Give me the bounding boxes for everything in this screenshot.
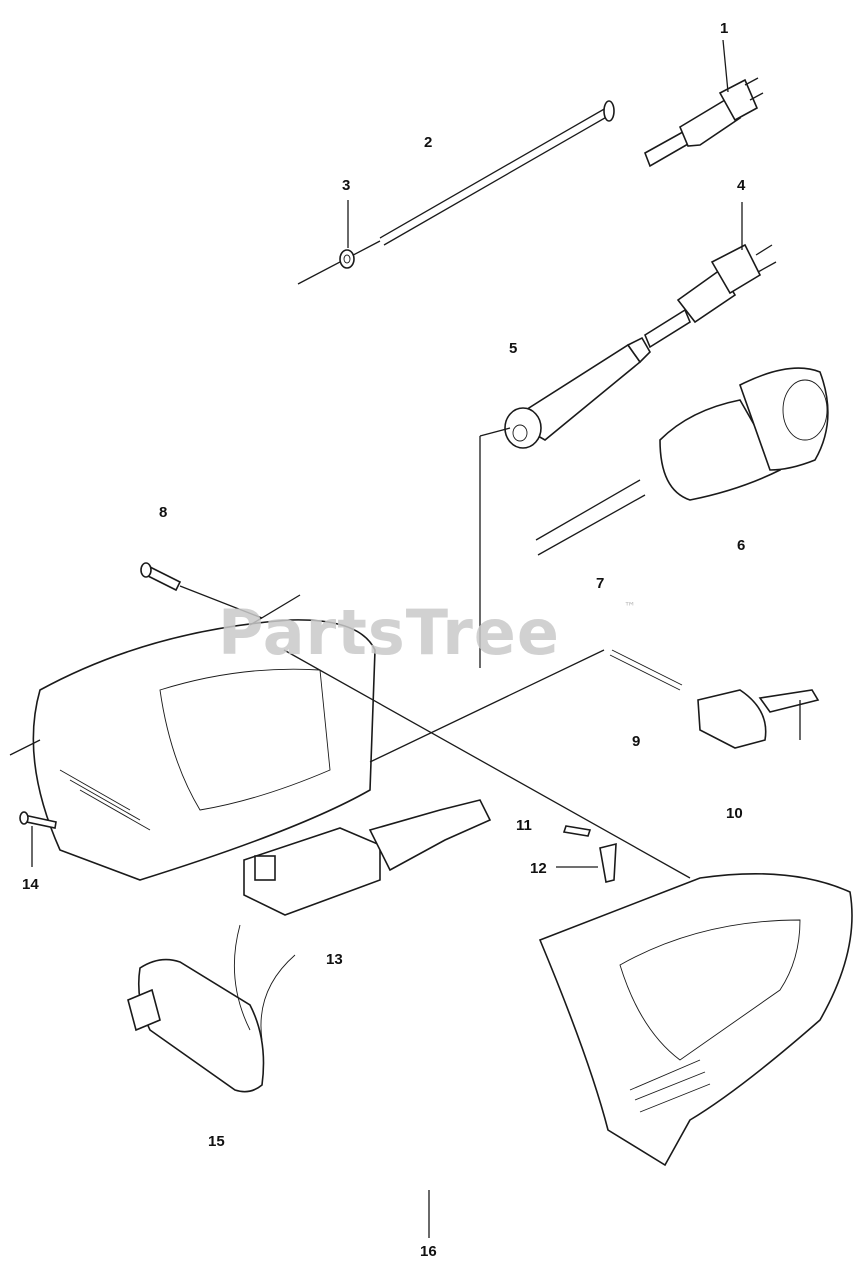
label-8: 8: [159, 504, 168, 521]
part-11-leader: [283, 649, 691, 879]
part-5-cord-sleeve[interactable]: [479, 336, 651, 668]
label-14: 14: [22, 876, 39, 893]
label-4: 4: [737, 177, 746, 194]
label-5: 5: [509, 340, 518, 357]
label-11: 11: [516, 817, 532, 834]
label-7: 7: [596, 575, 605, 592]
label-13: 13: [326, 951, 343, 968]
part-3-washer[interactable]: [339, 200, 355, 269]
part-9-spring[interactable]: [369, 649, 683, 763]
label-15: 15: [208, 1133, 225, 1150]
part-2-rod[interactable]: [297, 100, 615, 285]
part-13-switch[interactable]: [243, 799, 492, 916]
part-12-clip[interactable]: [556, 825, 617, 883]
label-16: 16: [420, 1243, 437, 1260]
part-16-handle[interactable]: [428, 872, 853, 1238]
label-3: 3: [342, 177, 351, 194]
watermark: PartsTree: [218, 596, 560, 669]
label-2: 2: [424, 134, 433, 151]
part-8-screw[interactable]: [140, 562, 263, 619]
part-14-screw[interactable]: [19, 811, 57, 867]
part-10-switch-lever[interactable]: [697, 689, 820, 749]
part-1-us-plug[interactable]: [644, 39, 764, 168]
label-9: 9: [632, 733, 641, 750]
part-6-uk-plug[interactable]: [535, 367, 829, 556]
part-4-eu-plug[interactable]: [644, 202, 777, 349]
label-1: 1: [720, 20, 729, 37]
watermark-trademark: ™: [624, 600, 636, 614]
label-6: 6: [737, 537, 746, 554]
label-10: 10: [726, 805, 743, 822]
label-12: 12: [530, 860, 547, 877]
part-15-plate[interactable]: [127, 924, 296, 1093]
part-7-housing[interactable]: [9, 594, 376, 881]
